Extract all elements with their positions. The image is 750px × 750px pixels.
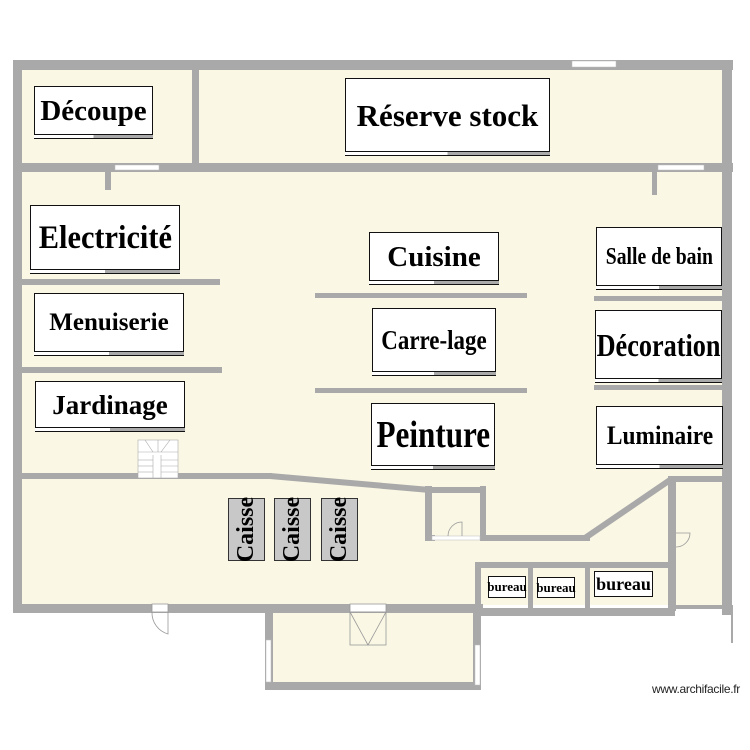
- room-label-carrelage: Carre-lage: [372, 308, 496, 376]
- room-label-electricite: Electricité: [30, 205, 180, 274]
- sloped-walls: [269, 473, 672, 541]
- office-label: bureau: [536, 577, 576, 598]
- checkout-counter: Caisse: [274, 497, 311, 562]
- room-label-decoration: Décoration: [595, 310, 722, 383]
- watermark: www.archifacile.fr: [652, 682, 740, 696]
- room-label-jardinage: Jardinage: [35, 381, 185, 432]
- room-label-decoupe: Découpe: [34, 86, 153, 139]
- room-label-menuiserie: Menuiserie: [34, 293, 184, 356]
- room-label-salle-de-bain: Salle de bain: [596, 227, 722, 290]
- room-label-peinture: Peinture: [371, 403, 495, 470]
- room-label-luminaire: Luminaire: [596, 406, 723, 469]
- office-label: bureau: [487, 576, 527, 598]
- windows: [114, 60, 705, 686]
- staircase: [137, 439, 179, 479]
- doors: [151, 521, 691, 646]
- room-label-reserve-stock: Réserve stock: [345, 78, 550, 156]
- office-label: bureau: [594, 571, 653, 597]
- checkout-counter: Caisse: [228, 497, 265, 562]
- walls: [13, 60, 733, 690]
- checkout-counter: Caisse: [321, 497, 358, 562]
- room-label-cuisine: Cuisine: [369, 232, 499, 285]
